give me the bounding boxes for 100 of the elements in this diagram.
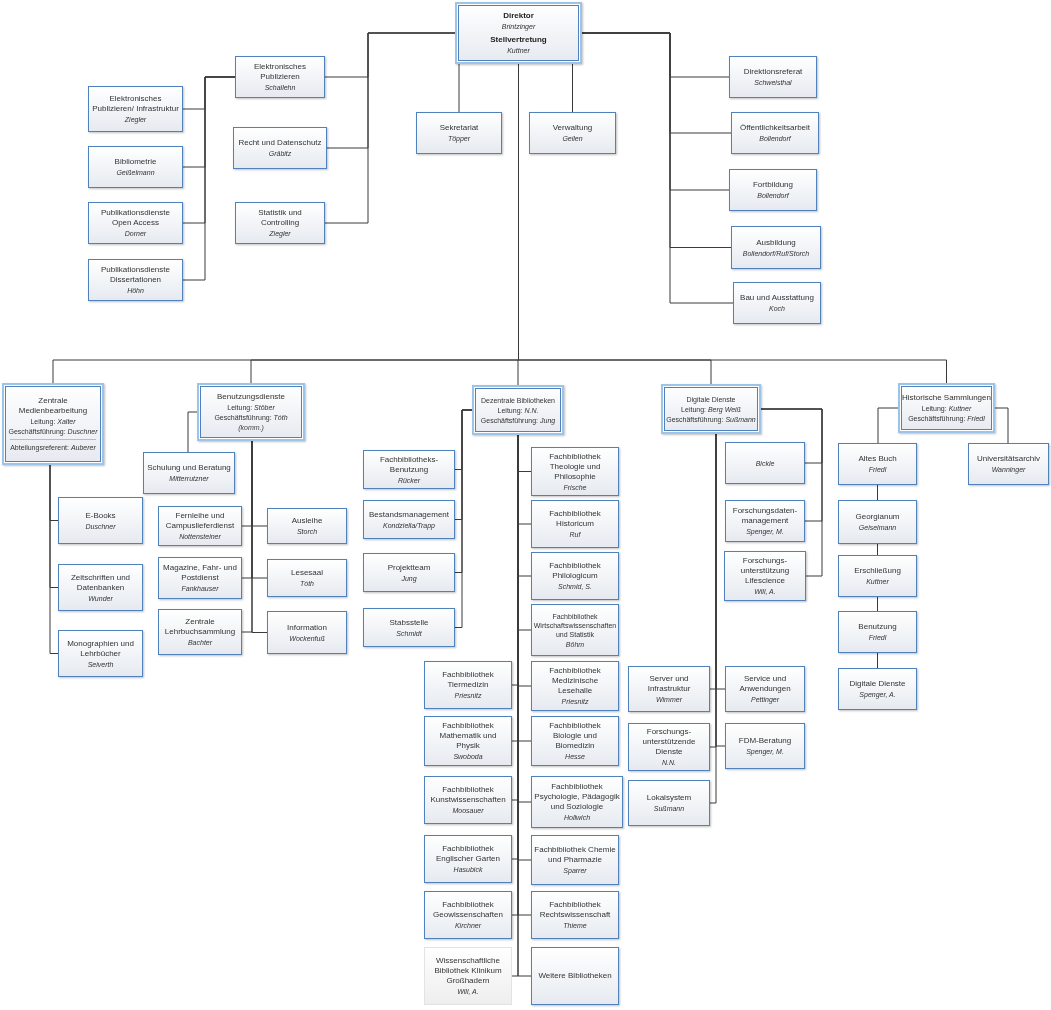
connector-line: [877, 596, 878, 612]
unit-name: Sekretariat: [439, 123, 479, 133]
unit-name: Forschungsdaten-management: [731, 506, 799, 526]
unit-box: [363, 450, 455, 489]
unit-name: Benutzungsdienste: [216, 392, 286, 402]
unit-box: [838, 443, 917, 485]
unit-name: Ausleihe: [291, 516, 323, 526]
unit-name: Altes Buch: [858, 454, 897, 464]
unit-box: [424, 661, 512, 709]
connector-line: [877, 407, 899, 444]
department-box: [455, 2, 582, 64]
unit-box: [58, 630, 143, 677]
unit-box: [88, 259, 183, 301]
unit-box: [531, 500, 619, 548]
department-box: [472, 385, 564, 435]
unit-box: [838, 611, 917, 653]
unit-name: Fachbibliothek Psychologie, Pädagogik und Soziologie: [534, 782, 620, 812]
unit-name: Server und Infrastruktur: [646, 674, 692, 694]
unit-box: [424, 776, 512, 824]
unit-name: FDM-Beratung: [738, 736, 792, 746]
unit-box: [725, 723, 805, 769]
unit-box: [88, 86, 183, 132]
connector-line: [182, 76, 236, 281]
unit-name: Verwaltung: [552, 123, 593, 133]
unit-name: Monographien und Lehrbücher: [66, 638, 135, 659]
connector-line: [251, 440, 268, 633]
unit-name: Statistik und Controlling: [257, 208, 303, 228]
unit-box: [158, 609, 242, 655]
unit-name: Fachbibliothek Theologie und Philosophie: [548, 451, 602, 482]
unit-box: [731, 226, 821, 269]
connector-line: [877, 543, 878, 556]
unit-box: [235, 202, 325, 244]
unit-box: [531, 552, 619, 600]
unit-name: Fachbibliothek Historicum: [548, 509, 602, 529]
unit-box: [58, 497, 143, 544]
unit-name: Fachbibliothek Englischer Garten: [435, 844, 501, 864]
unit-box: [424, 947, 512, 1005]
unit-box: [725, 500, 805, 542]
connector-line: [877, 652, 878, 669]
unit-name: Fortbildung: [753, 180, 793, 190]
unit-name: Direktionsreferat: [743, 67, 803, 77]
connector-line: [458, 63, 460, 113]
unit-box: [88, 146, 183, 188]
unit-box: [724, 551, 806, 601]
unit-box: [725, 442, 805, 484]
unit-name: Öffentlichkeitsarbeit: [739, 123, 811, 133]
connector-line: [581, 32, 734, 304]
unit-box: [729, 56, 817, 98]
unit-name: Fachbibliotheks-Benutzung: [378, 454, 440, 475]
unit-name: Forschungs-unterstützende Dienste: [641, 727, 697, 757]
unit-name: Bestandsmanagement: [368, 509, 450, 520]
unit-box: [628, 723, 710, 771]
unit-name: Weitere Bibliotheken: [538, 971, 612, 981]
unit-box: [363, 608, 455, 647]
unit-name: Fachbibliothek Philologicum: [548, 561, 602, 581]
unit-name: Zeitschriften und Datenbanken: [69, 572, 132, 593]
unit-name: E-Books: [85, 510, 116, 521]
unit-box: [628, 666, 710, 712]
unit-name: Lokalsystem: [646, 793, 692, 803]
unit-box: [968, 443, 1049, 485]
unit-name: Fachbibliothek Chemie und Pharmazie: [534, 845, 616, 865]
department-box: [898, 383, 995, 433]
department-box: [2, 383, 104, 465]
unit-name: Digitale Dienste: [849, 679, 906, 689]
unit-box: [424, 716, 512, 766]
unit-box: [531, 776, 623, 828]
unit-box: [733, 282, 821, 324]
unit-name: Lesesaal: [291, 568, 323, 578]
unit-name: Forschungs-unterstützung Lifescience: [739, 556, 791, 586]
unit-name: Fachbibliothek Geowissenschaften: [432, 900, 504, 920]
unit-name: Elektronisches Publizieren/ Infrastruktur: [91, 94, 180, 114]
unit-box: [424, 891, 512, 939]
unit-box: [363, 553, 455, 592]
unit-box: [416, 112, 502, 154]
unit-name: Projektteam: [387, 562, 431, 573]
connector-line: [572, 63, 573, 113]
title-text: Stellvertretung: [490, 35, 547, 45]
unit-name: Publikationsdienste Open Access: [100, 208, 171, 228]
unit-box: [531, 716, 619, 766]
connector-line: [760, 408, 823, 577]
unit-box: [725, 666, 805, 712]
unit-name: Universitätsarchiv: [976, 454, 1041, 464]
unit-box: [838, 668, 917, 710]
unit-box: [529, 112, 616, 154]
unit-box: [158, 557, 242, 599]
connector-line: [877, 484, 878, 501]
unit-name: Fachbibliothek Medizinische Lesehalle: [548, 666, 602, 696]
unit-box: [267, 559, 347, 597]
unit-box: [731, 112, 819, 154]
unit-name: Wissenschaftliche Bibliothek Klinikum Großhadern: [433, 956, 503, 986]
connector-line: [49, 464, 59, 654]
unit-box: [531, 661, 619, 711]
unit-box: [233, 127, 327, 169]
unit-box: [58, 564, 143, 611]
connector-line: [324, 32, 456, 224]
unit-box: [143, 452, 235, 494]
unit-name: Magazine, Fahr- und Postdienst: [162, 563, 238, 583]
unit-name: Benutzung: [858, 622, 897, 632]
department-box: [197, 383, 305, 441]
title-text: Direktor: [503, 11, 534, 21]
